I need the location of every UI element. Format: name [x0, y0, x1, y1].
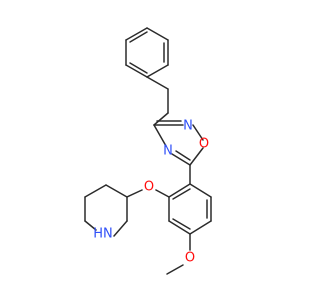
- bond: [189, 220, 212, 235]
- atom-label-o-ether: O: [144, 180, 154, 195]
- piperidine-ring: [84, 184, 128, 237]
- structure-canvas: N O N O O HN: [84, 27, 212, 275]
- bond: [125, 64, 148, 78]
- bond: [155, 189, 170, 198]
- bond: [168, 183, 191, 198]
- bond: [189, 147, 204, 166]
- bond: [166, 264, 184, 275]
- bond: [146, 76, 169, 90]
- bond: [171, 153, 191, 166]
- bond: [153, 124, 167, 147]
- atom-label-n-oxadiazole-bottom: N: [163, 144, 173, 159]
- benzene-ring: [168, 183, 212, 235]
- ether-linkage: [126, 189, 170, 198]
- bond: [84, 220, 97, 231]
- bond: [146, 64, 169, 78]
- bond: [175, 150, 191, 161]
- molecule-diagram: N O N O O HN: [84, 27, 212, 275]
- methoxy-group: [166, 233, 191, 275]
- bond: [172, 188, 191, 200]
- atom-label-nh-piperidine: HN: [93, 227, 113, 242]
- bond: [192, 124, 204, 141]
- bond: [84, 184, 107, 198]
- bond: [126, 189, 143, 198]
- bond: [172, 218, 191, 230]
- oxadiazole-ring: [153, 120, 204, 166]
- atom-label-o-oxadiazole: O: [199, 137, 209, 152]
- bond: [129, 62, 148, 74]
- bond: [125, 27, 148, 41]
- atom-label-o-methoxy: O: [185, 251, 195, 266]
- bond: [129, 31, 148, 43]
- bond: [113, 220, 128, 237]
- bond: [168, 220, 191, 235]
- bond: [153, 112, 169, 126]
- phenyl-ring: [125, 27, 169, 78]
- atom-label-n-oxadiazole-top: N: [183, 119, 193, 134]
- bond: [105, 184, 128, 198]
- ethyl-linker: [146, 76, 169, 126]
- bond: [189, 183, 212, 198]
- bond: [146, 27, 169, 41]
